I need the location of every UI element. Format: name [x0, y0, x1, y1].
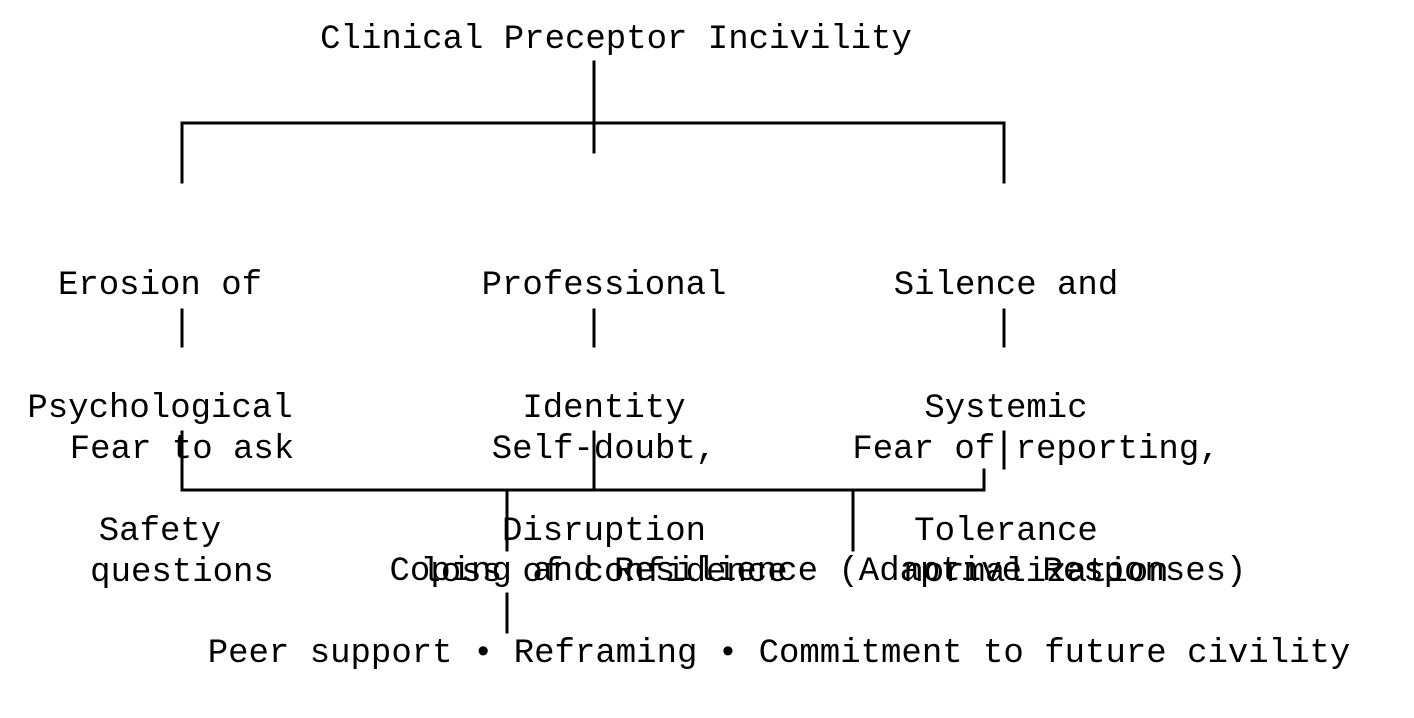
- outcome-coping-and-resilience: Coping and Resilience (Adaptive Response…: [389, 553, 1247, 591]
- theme-2-title-line-1: Professional: [481, 267, 727, 305]
- detail-1-line-2: questions: [90, 554, 274, 592]
- theme-3-title-line-3: Tolerance: [914, 513, 1098, 551]
- theme-2-title-line-3: Disruption: [501, 513, 707, 551]
- detail-3-line-2: normalization: [903, 554, 1169, 592]
- detail-fear-to-ask-questions: Fear to ask questions: [70, 348, 294, 676]
- theme-3-title-line-2: Systemic: [924, 390, 1088, 428]
- theme-1-title-line-1: Erosion of: [57, 267, 263, 305]
- theme-3-title-line-1: Silence and: [893, 267, 1119, 305]
- root-node-label: Clinical Preceptor Incivility: [320, 21, 912, 59]
- detail-1-line-1: Fear to ask: [69, 431, 295, 469]
- detail-fear-of-reporting: Fear of reporting, normalization: [852, 348, 1219, 676]
- theme-1-title-line-3: Safety: [98, 513, 222, 551]
- theme-2-title-line-2: Identity: [522, 390, 686, 428]
- outcome-strategies: Peer support • Reframing • Commitment to…: [207, 635, 1351, 673]
- theme-1-title-line-2: Psychological: [27, 390, 293, 428]
- theme-professional-identity-disruption: Professional Identity Disruption: [482, 184, 727, 635]
- detail-2-line-2: loss of confidence: [420, 554, 788, 592]
- detail-self-doubt: Self-doubt, loss of confidence: [420, 348, 787, 676]
- theme-silence-and-systemic-tolerance: Silence and Systemic Tolerance: [894, 184, 1118, 635]
- detail-3-line-1: Fear of reporting,: [852, 431, 1220, 469]
- theme-erosion-of-psychological-safety: Erosion of Psychological Safety: [27, 184, 292, 635]
- detail-2-line-1: Self-doubt,: [491, 431, 717, 469]
